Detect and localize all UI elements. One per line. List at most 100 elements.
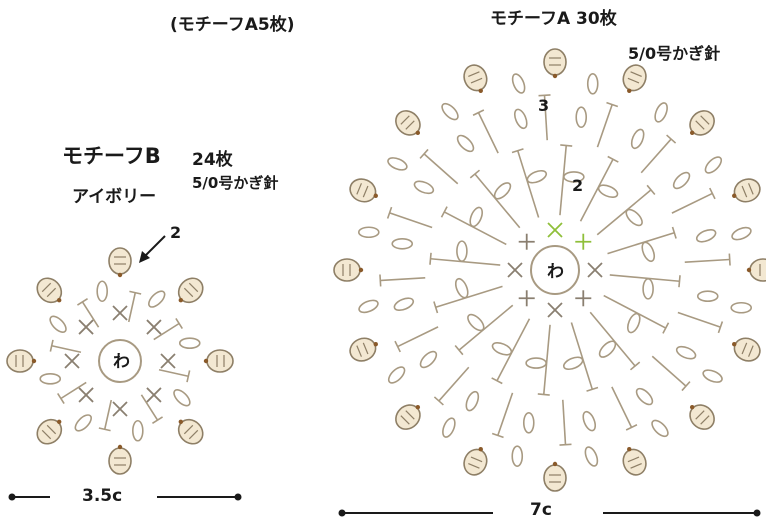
motif-a-size-dot-right <box>753 509 761 517</box>
motif-b-size-dot-right <box>234 493 242 501</box>
slip-stitch-dot <box>746 267 752 273</box>
motif-b-magic-ring <box>98 339 142 383</box>
slip-stitch-dot <box>689 404 695 410</box>
dc-stitch-a-outer <box>389 212 433 229</box>
picot-petal-a <box>543 48 567 76</box>
slip-stitch-dot <box>478 88 483 93</box>
dc-stitch-a-top <box>629 361 641 371</box>
picot-petal-a <box>622 64 647 92</box>
chain-stitch-a <box>513 108 528 130</box>
picot-petal-b-line <box>188 282 199 293</box>
dc-stitch-a-outer <box>684 258 730 264</box>
picot-petal-a-line <box>630 463 642 469</box>
chain-stitch-a <box>526 169 548 184</box>
round-pointer-arrowhead <box>139 251 150 263</box>
dc-stitch-a-outer-top <box>728 253 731 266</box>
dc-stitch-a <box>607 231 675 255</box>
chain-stitch-a <box>456 240 468 262</box>
sc-stitch-b <box>146 319 162 335</box>
dc-stitch-a-outer-top <box>709 187 716 200</box>
picot-petal-a <box>463 448 488 476</box>
picot-petal-a-line <box>741 342 748 355</box>
slip-stitch-dot <box>56 419 62 425</box>
motif-b-hook-label: 5/0号かぎ針 <box>192 174 279 192</box>
dc-stitch-a-outer <box>438 366 470 402</box>
dc-stitch-b-top <box>98 427 111 432</box>
chain-stitch-a <box>651 419 669 438</box>
dc-stitch-a-outer <box>397 326 439 348</box>
dc-stitch-b-top <box>129 290 142 295</box>
slip-stitch-dot <box>373 342 378 347</box>
dc-stitch-a <box>430 257 501 266</box>
dc-stitch-b <box>81 301 100 328</box>
picot-petal-a <box>749 258 766 282</box>
slip-stitch-dot <box>358 267 364 273</box>
dc-stitch-b <box>60 381 87 400</box>
header-right-caption: モチーフA 30枚 <box>490 9 617 29</box>
picot-petal-a-line <box>748 183 754 195</box>
sc-stitch-b <box>64 353 80 369</box>
slip-stitch-dot <box>478 447 483 452</box>
picot-petal-a-line <box>405 120 415 130</box>
picot-petal-a <box>349 337 377 362</box>
motif-b-center-label: わ <box>113 352 130 372</box>
picot-petal-a <box>395 110 421 136</box>
chain-stitch-b <box>74 414 92 432</box>
dc-stitch-a-outer <box>497 392 514 436</box>
dc-stitch-a <box>603 294 667 329</box>
slip-stitch-dot <box>117 444 123 450</box>
picot-petal-a-line <box>362 185 369 198</box>
dc-stitch-a-outer <box>596 104 613 148</box>
picot-petal-a <box>349 178 377 203</box>
motif-b-size-label: 3.5c <box>82 486 123 506</box>
dc-stitch-a-outer <box>677 311 721 328</box>
dc-stitch-a-top <box>586 386 599 392</box>
dc-stitch-a-top <box>511 148 524 154</box>
dc-stitch-b <box>153 322 180 341</box>
dc-stitch-a-outer <box>423 153 459 185</box>
motif-a-chart <box>333 48 766 492</box>
dc-stitch-a-top <box>671 226 677 239</box>
dc-stitch-a-top <box>429 252 432 265</box>
sc-stitch-a <box>507 262 523 278</box>
picot-petal-a-line <box>470 456 483 463</box>
chain-stitch-b <box>96 280 108 303</box>
picot-petal-b-line <box>183 287 194 298</box>
dc-stitch-b-top <box>57 393 65 404</box>
picot-petal-a-line <box>630 71 642 77</box>
slip-stitch-dot <box>415 404 421 410</box>
dc-stitch-b <box>140 394 159 421</box>
dc-stitch-a <box>596 189 652 236</box>
dc-stitch-a <box>579 158 614 222</box>
slip-stitch-dot <box>552 461 558 467</box>
dc-stitch-a-outer-top <box>419 148 429 159</box>
picot-petal-a <box>733 337 761 362</box>
chain-stitch-a <box>522 411 535 434</box>
chain-stitch-a <box>493 182 512 200</box>
dc-stitch-a <box>435 285 503 309</box>
picot-petal-a-line <box>741 185 748 198</box>
chain-stitch-a <box>525 357 547 369</box>
chain-stitch-a <box>358 299 379 314</box>
motif-b-count: 24枚 <box>192 150 233 170</box>
chain-stitch-a <box>442 417 456 438</box>
sc-stitch-b <box>112 401 128 417</box>
chain-stitch-a <box>491 341 513 356</box>
dc-stitch-a-top <box>454 344 464 356</box>
chain-stitch-a <box>675 345 697 360</box>
dc-stitch-a <box>474 173 521 229</box>
picot-petal-a <box>543 464 567 492</box>
motif-b-size-dot-left <box>8 493 16 501</box>
round-pointer-arrow <box>142 235 166 259</box>
chain-stitch-a <box>387 366 406 384</box>
dc-stitch-a-outer-top <box>379 274 382 287</box>
chain-stitch-a <box>654 102 668 123</box>
dc-stitch-a-outer-top <box>625 424 638 431</box>
chain-stitch-a <box>387 157 408 171</box>
picot-petal-b <box>177 277 204 304</box>
dc-stitch-a-outer-top <box>386 206 393 219</box>
sc-stitch-b <box>146 387 162 403</box>
picot-petal-a <box>463 64 488 92</box>
chain-stitch-b <box>178 337 201 349</box>
motif-a-round2-label: 2 <box>572 176 584 195</box>
